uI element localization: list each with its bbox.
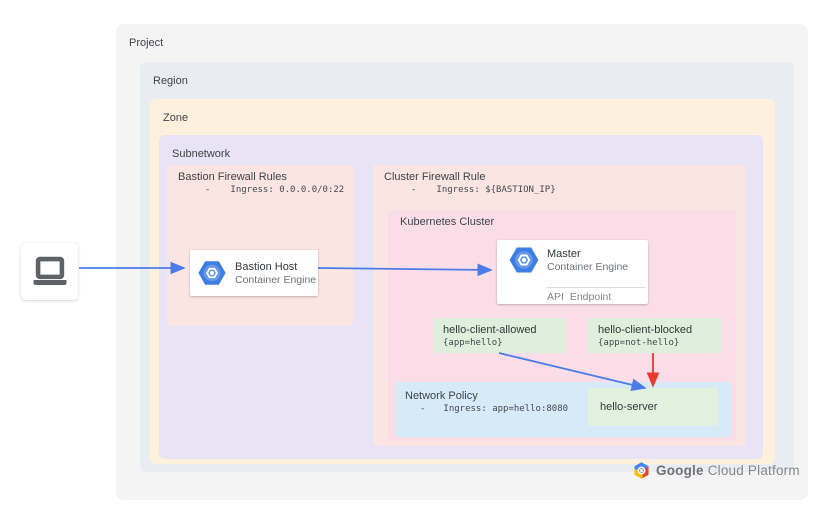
project-box: Project Region Zone Subnetwork Bastion F…	[116, 24, 808, 500]
footer-brand: Google Cloud Platform	[632, 459, 800, 481]
master-card-divider	[547, 287, 645, 288]
subnetwork-box: Subnetwork Bastion Firewall Rules - Ingre…	[159, 135, 763, 459]
master-api-endpoint: API Endpoint	[547, 291, 612, 303]
kubernetes-cluster-label: Kubernetes Cluster	[400, 216, 495, 228]
master-card-top: Master Container Engine	[497, 240, 648, 280]
network-policy-box: Network Policy -Ingress: app=hello:8080 …	[396, 382, 732, 437]
brand-cloud-platform: Cloud Platform	[707, 462, 800, 478]
client-laptop-card	[21, 243, 78, 300]
pod-name: hello-client-allowed	[443, 324, 537, 336]
pod-hello-server: hello-server	[588, 388, 718, 426]
container-engine-icon	[198, 261, 226, 285]
cluster-firewall-rule: - Ingress: ${BASTION_IP}	[411, 185, 746, 195]
bastion-firewall-rule: - Ingress: 0.0.0.0/0:22	[205, 185, 353, 195]
pod-name: hello-client-blocked	[598, 324, 693, 336]
rule-text: Ingress: 0.0.0.0/0:22	[230, 185, 345, 195]
bastion-host-subtitle: Container Engine	[235, 273, 317, 286]
network-policy-title: Network Policy	[405, 390, 478, 402]
zone-label: Zone	[163, 112, 189, 124]
laptop-icon	[33, 256, 66, 285]
bastion-host-card: Bastion Host Container Engine	[190, 250, 318, 296]
brand-google: Google	[656, 462, 704, 478]
google-cloud-platform-logo	[634, 461, 649, 479]
rule-text: Ingress: ${BASTION_IP}	[436, 185, 556, 195]
cluster-firewall-box: Cluster Firewall Rule - Ingress: ${BASTIO…	[373, 165, 746, 446]
master-title: Master	[547, 247, 581, 260]
bastion-host-title: Bastion Host	[235, 260, 298, 273]
rule-dash: -	[205, 185, 211, 195]
rule-text: Ingress: app=hello:8080	[443, 404, 569, 414]
pod-selector: {app=not-hello}	[598, 338, 680, 348]
bastion-firewall-title: Bastion Firewall Rules	[178, 171, 287, 183]
subnetwork-label: Subnetwork	[172, 148, 231, 160]
region-label: Region	[153, 75, 188, 87]
bastion-firewall-box: Bastion Firewall Rules - Ingress: 0.0.0.0…	[167, 165, 353, 326]
rule-dash: -	[420, 404, 426, 414]
master-subtitle: Container Engine	[547, 260, 629, 273]
cluster-firewall-title: Cluster Firewall Rule	[384, 171, 486, 183]
master-text: Master Container Engine	[547, 248, 628, 273]
project-label: Project	[129, 37, 164, 49]
network-policy-rule: - Ingress: app=hello:8080	[420, 404, 732, 414]
pod-name: hello-server	[600, 401, 658, 413]
region-box: Region Zone Subnetwork Bastion Firewall …	[140, 62, 794, 472]
pod-hello-client-allowed: hello-client-allowed {app=hello}	[433, 318, 566, 353]
pod-hello-client-blocked: hello-client-blocked {app=not-hello}	[588, 318, 721, 353]
rule-dash: -	[411, 185, 417, 195]
pod-selector: {app=hello}	[443, 338, 503, 348]
zone-box: Zone Subnetwork Bastion Firewall Rules -…	[150, 99, 775, 464]
master-card: Master Container Engine API Endpoint	[497, 240, 648, 304]
bastion-host-text: Bastion Host Container Engine	[235, 261, 316, 286]
kubernetes-cluster-box: Kubernetes Cluster	[388, 210, 736, 441]
container-engine-icon	[509, 247, 539, 273]
